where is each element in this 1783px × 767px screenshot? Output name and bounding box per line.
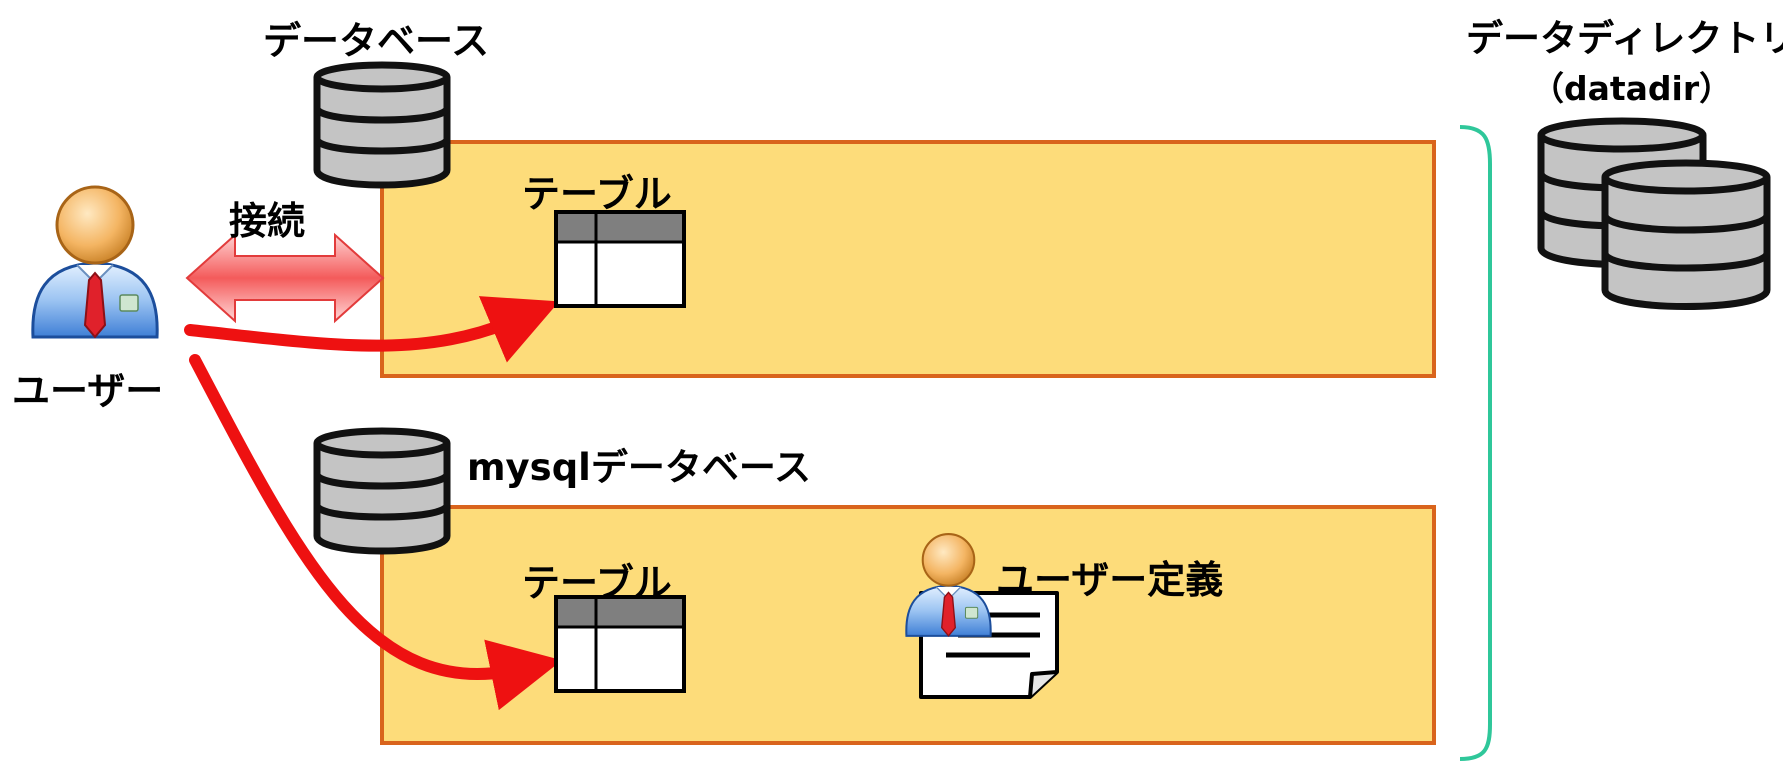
- datadir-sub-label: （datadir）: [1531, 69, 1733, 108]
- datadir-brace: [1459, 125, 1492, 761]
- user-label: ユーザー: [12, 369, 164, 413]
- user-to-mysql-table-arrow: [189, 354, 563, 711]
- user-icon: [31, 185, 159, 339]
- database-icon: [313, 61, 451, 189]
- user-to-table-arrow: [184, 296, 560, 363]
- datadir-database-icon-front: [1601, 159, 1771, 310]
- database-label: データベース: [263, 19, 490, 63]
- user-definition-label: ユーザー定義: [996, 558, 1224, 602]
- double-arrow-icon: [185, 232, 385, 324]
- mysql-database-label: mysqlデータベース: [467, 446, 812, 489]
- datadir-title-label: データディレクトリ: [1466, 17, 1783, 60]
- table-label-bottom: テーブル: [522, 561, 672, 605]
- table-label-top: テーブル: [522, 172, 672, 216]
- connect-label: 接続: [229, 199, 306, 243]
- mysql-database-icon: [313, 427, 451, 555]
- table-icon: [554, 210, 686, 308]
- mysql-table-icon: [554, 595, 686, 693]
- user-definition-user-icon: [905, 533, 992, 637]
